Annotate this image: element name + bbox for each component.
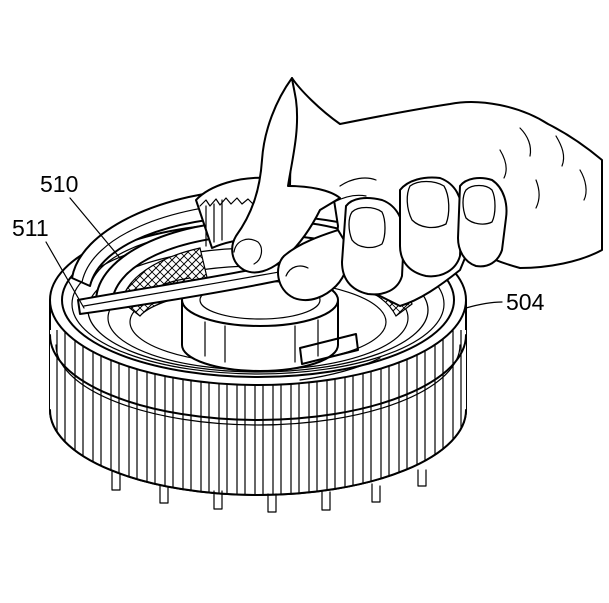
- index-finger: [231, 77, 341, 274]
- leader-510: [69, 197, 121, 259]
- technician-hand: [231, 77, 603, 307]
- housing-bottom-teeth: [111, 469, 427, 513]
- leader-504: [465, 301, 503, 309]
- callout-leaders: [45, 197, 503, 309]
- callout-511-label: 511: [12, 215, 49, 241]
- callout-504-label: 504: [506, 289, 545, 315]
- callout-510-label: 510: [40, 171, 78, 197]
- leader-511: [45, 241, 85, 309]
